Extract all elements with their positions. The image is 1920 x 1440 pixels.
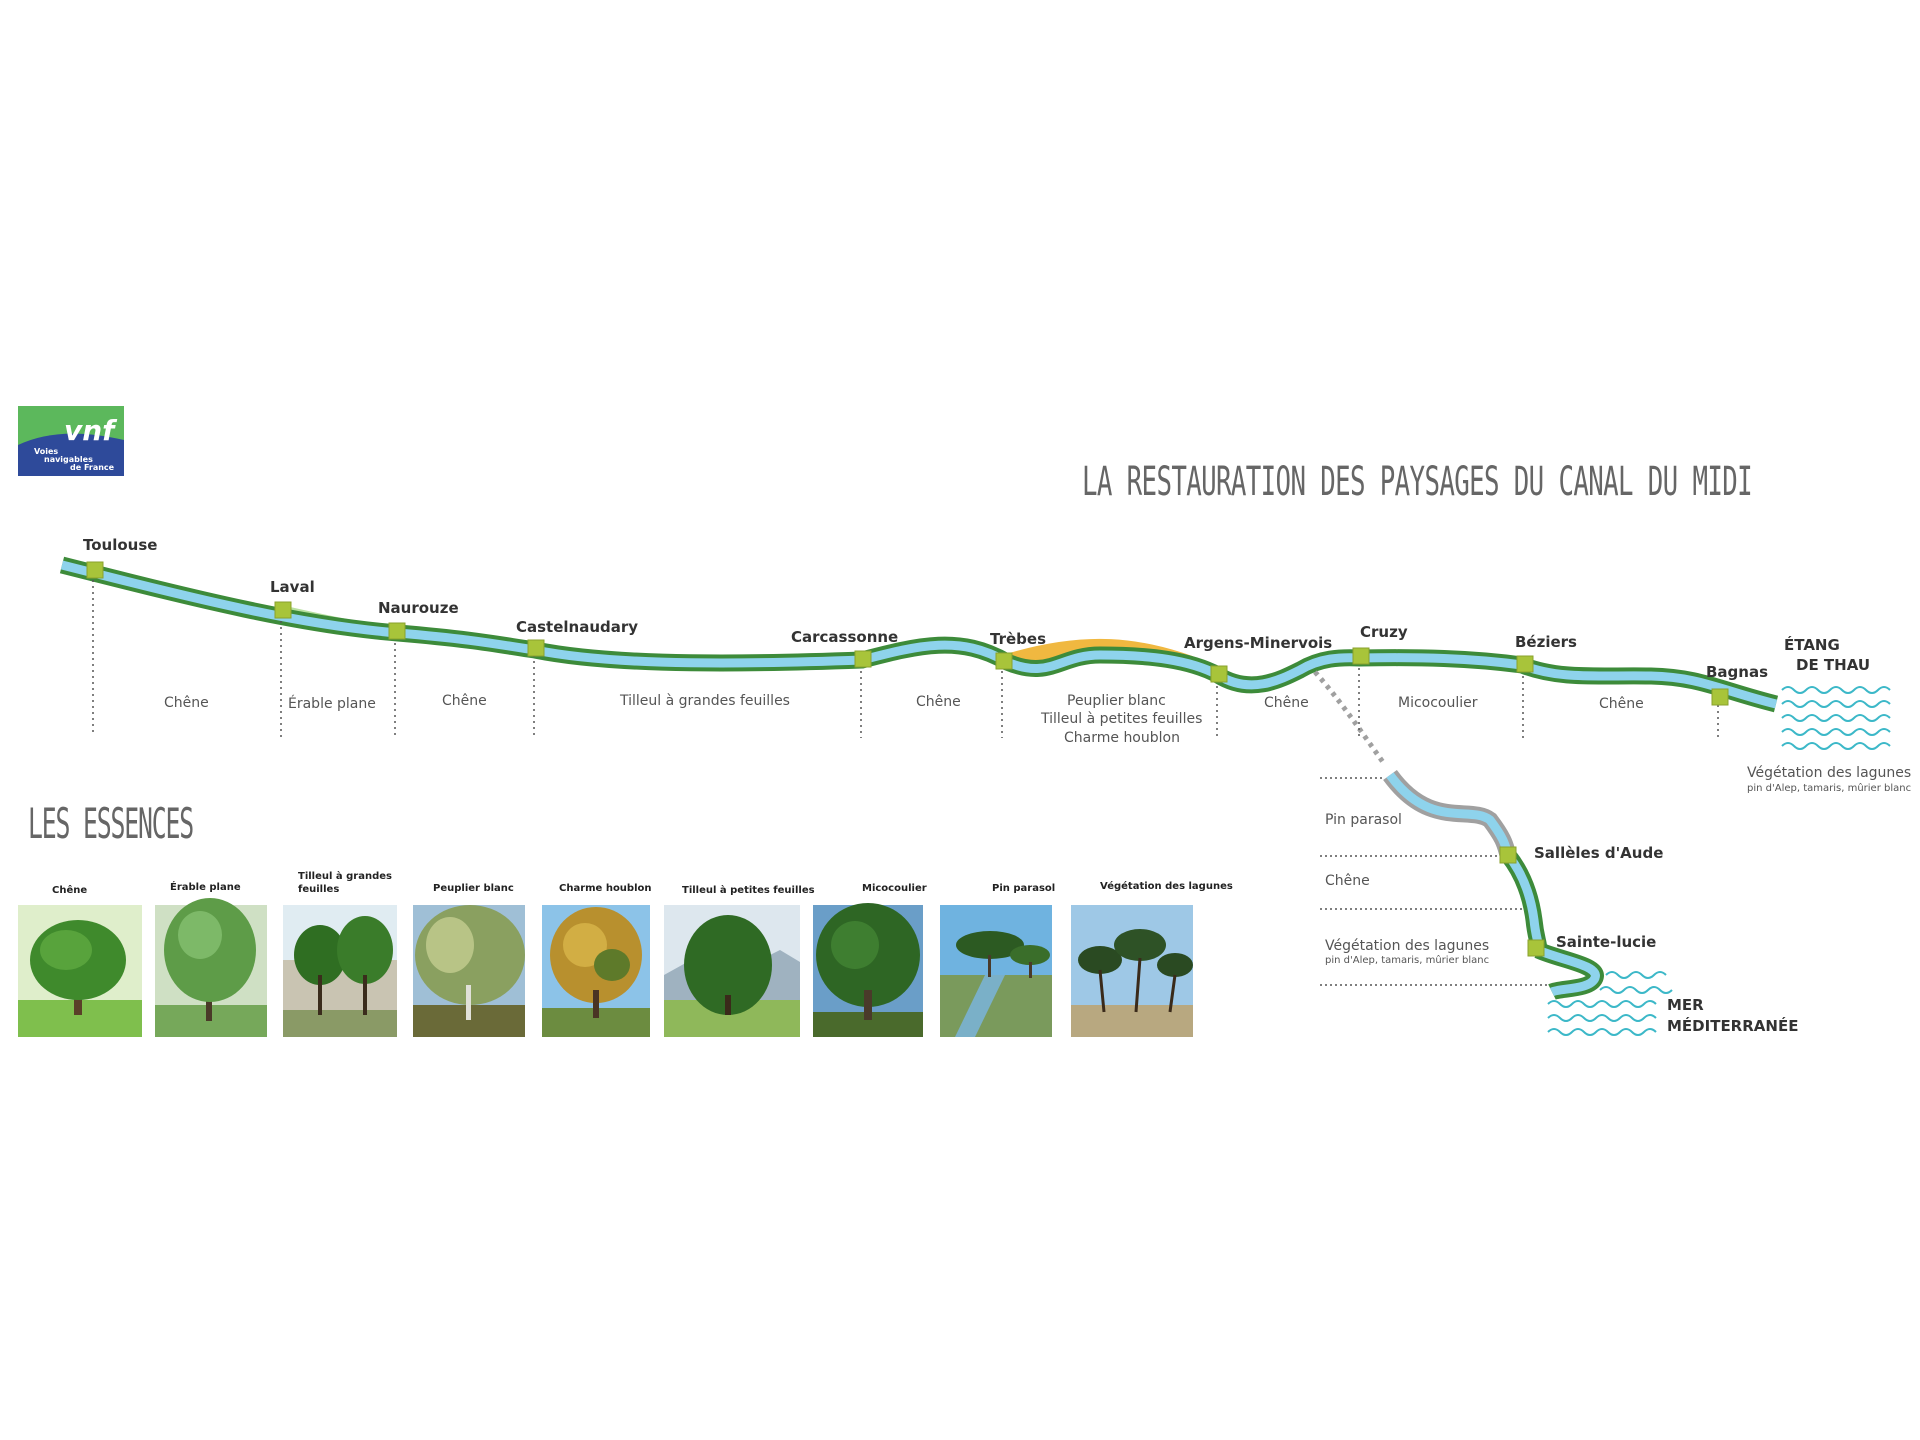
- city-bagnas: Bagnas: [1706, 663, 1768, 681]
- segment-label: Tilleul à grandes feuilles: [619, 693, 790, 709]
- branch-grey-water: [1386, 772, 1513, 857]
- city-carcassonne: Carcassonne: [791, 628, 898, 646]
- marker-castelnaudary: [527, 639, 545, 657]
- segment-label: Micocoulier: [1398, 695, 1478, 711]
- marker-sainte-lucie: [1527, 939, 1545, 957]
- essence-photo-micocoulier: [813, 903, 923, 1037]
- branch-label-pin: Pin parasol: [1325, 812, 1402, 828]
- essence-label: Végétation des lagunes: [1100, 880, 1233, 892]
- etang-waves-icon: [1781, 686, 1891, 750]
- branch-label-lagunes: Végétation des lagunes: [1325, 938, 1489, 954]
- essence-photo-charme: [542, 905, 650, 1037]
- essence-photo-chene: [18, 905, 142, 1037]
- page-title: LA RESTAURATION DES PAYSAGES DU CANAL DU…: [1082, 459, 1752, 505]
- segment-label: Chêne: [164, 695, 209, 711]
- branch-dotted-link: [1313, 670, 1388, 767]
- segment-label: Chêne: [442, 693, 487, 709]
- city-naurouze: Naurouze: [378, 599, 459, 617]
- etang-line-1: ÉTANG: [1784, 635, 1840, 654]
- marker-carcassonne: [854, 650, 872, 668]
- essence-label: Chêne: [52, 884, 87, 896]
- marker-salleles: [1499, 846, 1517, 864]
- branch-final-water: [1536, 945, 1600, 997]
- marker-toulouse: [86, 561, 104, 579]
- branch-dividers: [1320, 777, 1550, 986]
- city-laval: Laval: [270, 578, 315, 596]
- mer-line-1: MER: [1667, 996, 1704, 1014]
- segment-label: Chêne: [1599, 696, 1644, 712]
- vnf-logo: vnf Voies navigables de France: [18, 406, 124, 476]
- essence-photo-tilleul-petites: [664, 905, 800, 1037]
- logo-line-3: de France: [70, 463, 115, 472]
- segment-labels: Chêne Érable plane Chêne Tilleul à grand…: [164, 693, 1911, 966]
- essence-label: Charme houblon: [559, 883, 652, 894]
- segment-label: Charme houblon: [1064, 730, 1180, 746]
- city-sainte-lucie: Sainte-lucie: [1556, 933, 1656, 951]
- essence-photo-tilleul-grandes: [283, 905, 397, 1037]
- essence-photos: [18, 898, 1193, 1037]
- essence-label: Micocoulier: [862, 883, 927, 894]
- sea-waves-icon: [1547, 971, 1673, 1036]
- segment-label: Chêne: [1264, 695, 1309, 711]
- essence-photo-lagunes: [1071, 905, 1193, 1037]
- essence-label: Tilleul à petites feuilles: [682, 884, 815, 896]
- logo-mark: vnf: [64, 414, 118, 447]
- city-castelnaudary: Castelnaudary: [516, 618, 638, 636]
- marker-cruzy: [1352, 647, 1370, 665]
- etang-line-2: DE THAU: [1796, 656, 1870, 674]
- segment-label: Tilleul à petites feuilles: [1040, 711, 1202, 727]
- city-labels: Toulouse Laval Naurouze Castelnaudary Ca…: [83, 536, 1870, 1035]
- city-toulouse: Toulouse: [83, 536, 157, 554]
- lagunes-sub-label: pin d'Alep, tamaris, mûrier blanc: [1747, 782, 1911, 794]
- city-argens: Argens-Minervois: [1184, 634, 1332, 652]
- mer-line-2: MÉDITERRANÉE: [1667, 1016, 1798, 1035]
- marker-beziers: [1516, 655, 1534, 673]
- logo-line-1: Voies: [34, 447, 58, 456]
- essences-title: LES ESSENCES: [28, 799, 193, 848]
- city-salleles: Sallèles d'Aude: [1534, 844, 1663, 862]
- essence-label: Érable plane: [170, 880, 241, 893]
- city-beziers: Béziers: [1515, 633, 1577, 651]
- branch-label-chene: Chêne: [1325, 873, 1370, 889]
- segment-label: Érable plane: [288, 695, 376, 712]
- essence-label: Tilleul à grandes: [298, 870, 392, 882]
- branch-label-lagunes-sub: pin d'Alep, tamaris, mûrier blanc: [1325, 954, 1489, 966]
- essence-label: Peuplier blanc: [433, 883, 514, 894]
- city-trebes: Trèbes: [990, 630, 1046, 648]
- marker-bagnas: [1711, 688, 1729, 706]
- city-cruzy: Cruzy: [1360, 623, 1408, 641]
- essence-label: feuilles: [298, 884, 339, 895]
- marker-trebes: [995, 652, 1013, 670]
- marker-naurouze: [388, 622, 406, 640]
- segment-label: Chêne: [916, 694, 961, 710]
- logo-line-2: navigables: [44, 455, 93, 464]
- essence-photo-erable: [155, 898, 267, 1037]
- segment-label: Peuplier blanc: [1067, 693, 1166, 709]
- lagunes-label: Végétation des lagunes: [1747, 765, 1911, 781]
- essence-photo-peuplier: [413, 905, 525, 1037]
- marker-laval: [274, 601, 292, 619]
- city-markers: [86, 561, 1729, 957]
- logo-blue-wave: [18, 433, 124, 476]
- segment-dividers: [92, 580, 1719, 738]
- essence-photo-pin-parasol: [940, 905, 1052, 1037]
- marker-argens: [1210, 665, 1228, 683]
- essence-label: Pin parasol: [992, 883, 1055, 894]
- essence-labels: Chêne Érable plane Tilleul à grandes feu…: [52, 870, 1233, 896]
